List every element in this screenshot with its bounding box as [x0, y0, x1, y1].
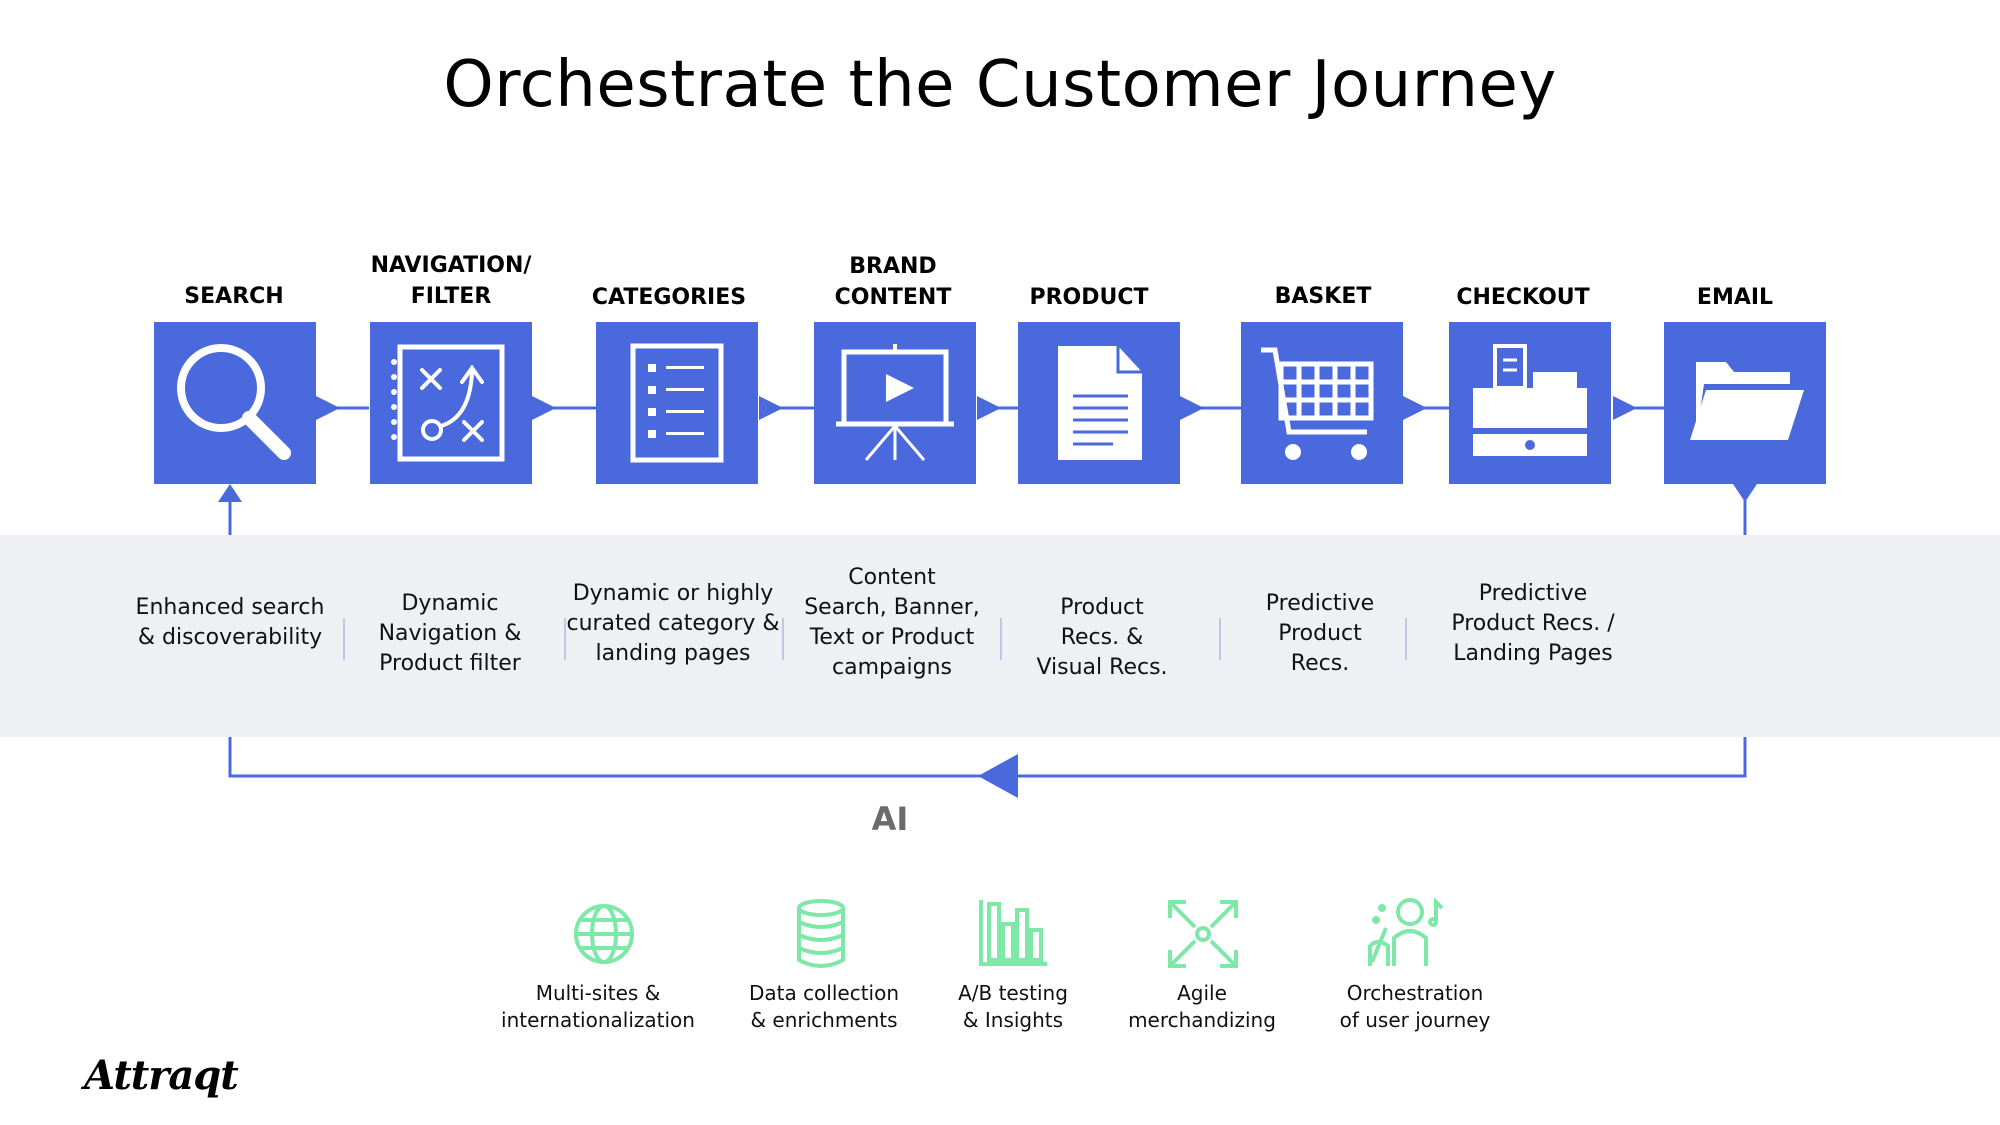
desc-navigation: Dynamic Navigation & Product filter — [350, 589, 550, 679]
desc-checkout-text: Predictive Product Recs. / Landing Pages — [1451, 581, 1615, 666]
desc-checkout: Predictive Product Recs. / Landing Pages — [1423, 579, 1643, 669]
capability-label-ab-testing: A/B testing & Insights — [903, 980, 1123, 1034]
folder-icon — [1690, 362, 1804, 440]
page-title: Orchestrate the Customer Journey — [443, 48, 1557, 122]
presentation-video-icon — [836, 344, 954, 461]
document-icon — [1058, 346, 1142, 460]
stage-box-email[interactable] — [1664, 322, 1826, 484]
stage-label-brand-content: BRAND CONTENT — [778, 251, 1008, 313]
desc-basket: Predictive Product Recs. — [1220, 589, 1420, 679]
ai-label: AI — [871, 800, 909, 838]
stage-label-product: PRODUCT — [1029, 285, 1149, 310]
attraqt-logo: Attraqt — [84, 1052, 239, 1099]
stage-label-basket: BASKET — [1274, 284, 1372, 309]
desc-search-text: Enhanced search & discoverability — [135, 595, 325, 650]
divider — [564, 618, 566, 660]
stage-label-search: SEARCH — [184, 284, 284, 309]
stage-box-product[interactable] — [1018, 322, 1180, 484]
capability-label-orchestration-text: Orchestration of user journey — [1339, 981, 1491, 1032]
navigation-map-icon — [391, 344, 505, 462]
stage-box-basket[interactable] — [1241, 322, 1403, 484]
divider — [343, 618, 345, 660]
stage-label-brand-content-text: BRAND CONTENT — [834, 254, 952, 310]
database-icon — [797, 899, 845, 968]
stage-box-brand-content[interactable] — [814, 322, 976, 484]
stage-label-navigation-text: NAVIGATION/ FILTER — [370, 253, 532, 309]
desc-product-text: Product Recs. & Visual Recs. — [1036, 595, 1168, 680]
desc-brand-content-text: Content Search, Banner, Text or Product … — [804, 565, 980, 680]
capability-label-agile-text: Agile merchandizing — [1128, 981, 1276, 1032]
bar-chart-icon — [979, 900, 1047, 966]
stage-box-search[interactable] — [154, 322, 316, 484]
search-icon — [177, 344, 291, 460]
stage-label-email: EMAIL — [1696, 285, 1774, 310]
stage-box-checkout[interactable] — [1449, 322, 1611, 484]
capability-label-multi-sites: Multi-sites & internationalization — [488, 980, 708, 1034]
stage-label-categories: CATEGORIES — [591, 285, 747, 310]
stage-box-categories[interactable] — [596, 322, 758, 484]
capability-label-data-collection: Data collection & enrichments — [714, 980, 934, 1034]
cash-register-icon — [1473, 344, 1587, 456]
desc-categories: Dynamic or highly curated category & lan… — [563, 579, 783, 669]
stage-box-navigation[interactable] — [370, 322, 532, 484]
desc-navigation-text: Dynamic Navigation & Product filter — [378, 591, 522, 676]
globe-icon — [574, 904, 634, 964]
divider — [1405, 618, 1407, 660]
capability-label-multi-sites-text: Multi-sites & internationalization — [501, 981, 695, 1032]
divider — [1000, 618, 1002, 660]
desc-basket-text: Predictive Product Recs. — [1265, 591, 1375, 676]
desc-brand-content: Content Search, Banner, Text or Product … — [792, 563, 992, 683]
capability-label-agile: Agile merchandizing — [1092, 980, 1312, 1034]
list-icon — [630, 343, 724, 463]
desc-search: Enhanced search & discoverability — [120, 593, 340, 653]
stage-label-navigation: NAVIGATION/ FILTER — [336, 250, 566, 312]
desc-categories-text: Dynamic or highly curated category & lan… — [566, 581, 780, 666]
desc-product: Product Recs. & Visual Recs. — [1002, 593, 1202, 683]
divider — [1219, 618, 1221, 660]
shopping-cart-icon — [1261, 347, 1374, 460]
capability-label-ab-testing-text: A/B testing & Insights — [958, 981, 1068, 1032]
divider — [782, 618, 784, 660]
capability-label-data-collection-text: Data collection & enrichments — [748, 981, 900, 1032]
expand-arrows-icon — [1168, 900, 1238, 968]
capability-label-orchestration: Orchestration of user journey — [1305, 980, 1525, 1034]
orchestration-icon — [1368, 898, 1444, 966]
stage-label-checkout: CHECKOUT — [1456, 285, 1590, 310]
